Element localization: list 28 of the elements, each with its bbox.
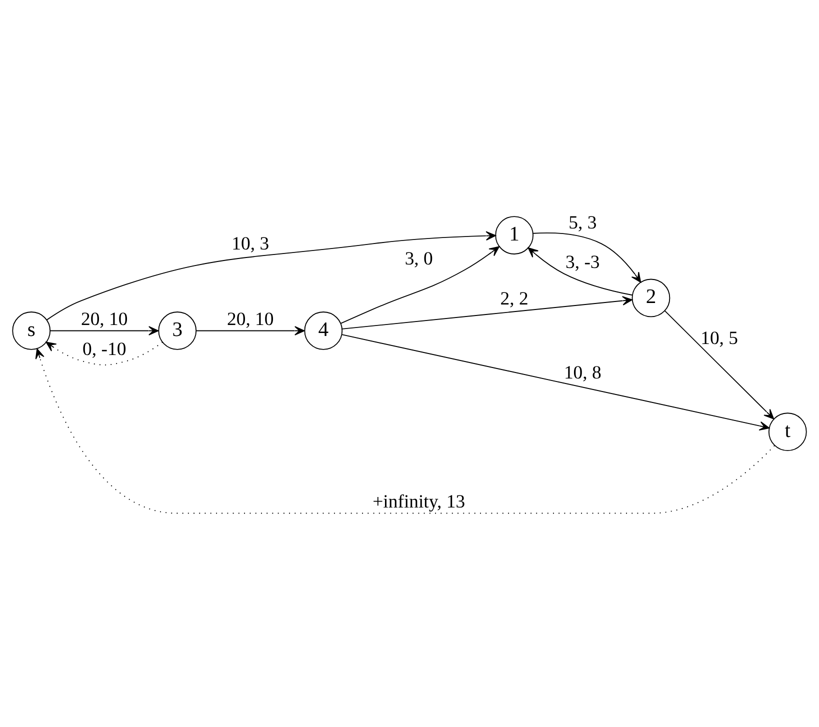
arrow (46, 231, 496, 320)
edge-label: 0, -10 (82, 339, 126, 360)
arrow (342, 296, 633, 330)
arrow (196, 326, 305, 336)
arrow (528, 247, 633, 296)
arrow (532, 232, 642, 283)
node-circle: 4 (304, 312, 343, 350)
arrow (340, 246, 500, 324)
node-circle: t (768, 412, 807, 452)
edge-label: 10, 8 (564, 362, 602, 384)
node-circle: 1 (495, 216, 534, 254)
edge-label: 5, 3 (568, 212, 597, 234)
edge-label: 3, -3 (566, 252, 600, 274)
edge-label: 3, 0 (404, 248, 433, 270)
edge-label: +infinity, 13 (372, 492, 466, 513)
node-circle: 2 (632, 278, 670, 318)
arrow (35, 348, 775, 514)
edge-label: 2, 2 (500, 288, 528, 310)
edge-label: 10, 3 (232, 233, 270, 254)
edge-label: 10, 5 (700, 328, 738, 349)
arrow (46, 342, 163, 366)
edge-label: 20, 10 (227, 309, 274, 330)
arrow (341, 334, 770, 431)
edge-label: 20, 10 (80, 309, 128, 330)
node-circle: 3 (158, 312, 197, 350)
arrow (50, 326, 159, 336)
node-circle: s (12, 312, 51, 350)
arrow (664, 310, 774, 420)
